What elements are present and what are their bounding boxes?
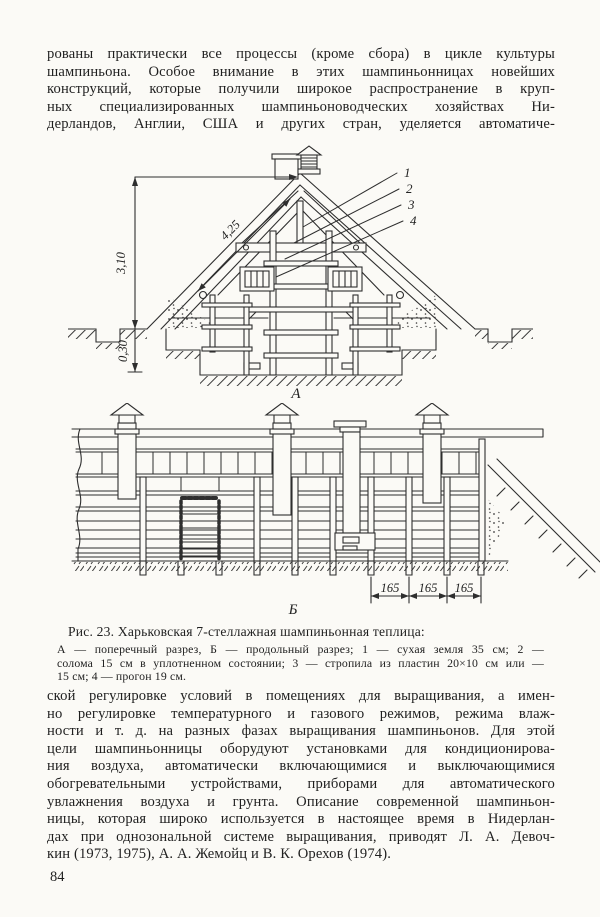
paragraph-bottom: ской регулировке условий в помещениях дл…: [47, 688, 555, 864]
paragraph-top: рованы практически все процессы (кроме с…: [47, 46, 555, 134]
section-label-b: Б: [288, 602, 298, 618]
dimension-arrows: [132, 174, 298, 372]
legend-line: 15 см; 4 — прогон 19 см.: [57, 669, 187, 684]
bay-dim-2: 165: [419, 581, 438, 595]
chimney: [271, 153, 302, 180]
text-line: ния воздуха, автоматически включающимися…: [47, 758, 555, 775]
earth-slope: [487, 458, 600, 579]
bolt-left: [198, 290, 208, 300]
vent-stack-1: [109, 403, 145, 500]
figure-caption-legend: А — поперечный разрез, Б — продольный ра…: [57, 642, 544, 684]
page-number: 84: [50, 869, 65, 885]
break-line: [76, 428, 82, 562]
vent-stack-3: [414, 403, 450, 504]
text-line: ных специализированных шампиньоноводческ…: [47, 98, 555, 115]
bolt-right: [395, 290, 405, 300]
bay-dim-3: 165: [455, 581, 474, 595]
text-line: рованы практически все процессы (кроме с…: [47, 46, 555, 62]
bay-dim-1: 165: [381, 581, 400, 595]
text-line: дах при однозональной системе выращивани…: [47, 828, 555, 845]
text-line: кин (1973, 1975), А. А. Жемойц и В. К. О…: [47, 846, 392, 863]
callout-2: 2: [406, 181, 413, 196]
dim-label-slope: 4,25: [217, 217, 242, 242]
text-line: цели шампиньонницы оборудуют установками…: [47, 740, 555, 757]
vent-stack-2: [264, 403, 300, 516]
central-rack: [243, 230, 359, 376]
callout-4: 4: [410, 213, 417, 228]
buried-posts: [139, 560, 485, 576]
roof-layers: [146, 172, 476, 330]
legend-line: солома 15 см в уплотненном состоянии; 3 …: [57, 655, 544, 670]
dim-label-height: 3,10: [114, 251, 128, 275]
legend-line: А — поперечный разрез, Б — продольный ра…: [57, 642, 544, 656]
ladder: [179, 496, 221, 563]
ground-profile: [68, 328, 533, 376]
text-line: шампиньона. Особое внимание в этих шампи…: [47, 63, 555, 80]
roof-truss: [235, 190, 367, 253]
text-line: конструкций, которые получили широкое ра…: [47, 81, 555, 98]
bay-dimension-lines: [370, 576, 482, 604]
right-side-rack: [333, 294, 431, 376]
callout-1: 1: [404, 165, 411, 180]
dim-label-depth: 0,30: [116, 339, 130, 362]
text-line: ницы, которая широко используется в наст…: [47, 811, 555, 828]
louver-vent-left: [239, 266, 275, 292]
text-line: дерландов, Англии, США и других стран, у…: [47, 116, 555, 133]
ground-hatch-band: [72, 562, 508, 571]
text-line: ской регулировке условий в помещениях дл…: [47, 688, 555, 704]
dimension-arrows: [371, 593, 481, 599]
vent-stack: [295, 145, 323, 175]
longitudinal-section-diagram: 165 165 165 Б: [71, 403, 600, 618]
end-backfill: [487, 498, 507, 561]
callout-leaders: [275, 172, 404, 278]
text-line: увлажнения воздуха и грунта. Описание со…: [47, 793, 555, 810]
text-line: обогревательными устройствами, приборами…: [47, 775, 555, 792]
stove-flue: [333, 420, 376, 551]
left-side-rack: [171, 294, 269, 376]
figure-caption-title: Рис. 23. Харьковская 7-стеллажная шампин…: [68, 624, 425, 639]
posts: [139, 438, 486, 562]
text-line: ности и т. д. на разных фазах выращивани…: [47, 723, 555, 740]
louver-vent-right: [327, 266, 363, 292]
text-line: но регулировке температурного и газового…: [47, 705, 555, 722]
dimension-lines: [127, 176, 295, 373]
callout-3: 3: [407, 197, 415, 212]
section-label-a: А: [290, 386, 301, 402]
cross-section-diagram: 4,25 3,10 0,30 1 2 3 4 А: [68, 145, 533, 402]
